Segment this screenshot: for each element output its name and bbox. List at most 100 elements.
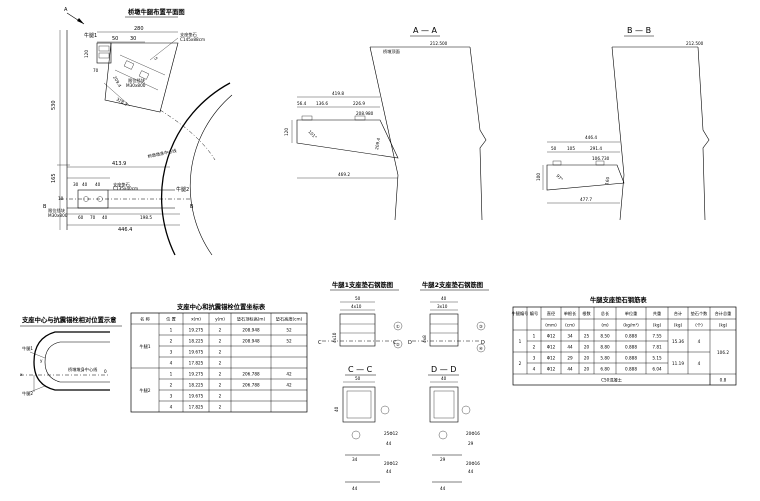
rebar2-bar3-mark: ③	[479, 324, 483, 329]
qty-table-cell: 3	[533, 356, 536, 361]
coord-table-cell: 2	[219, 361, 222, 366]
qty-table-cell: 20	[584, 345, 590, 350]
relation-center-label: 桥墩墩身中心线	[68, 366, 98, 373]
coord-table-cell: 17.825	[189, 361, 204, 366]
plan-dim-40b: 40	[95, 182, 101, 187]
relation-title: 支座中心与抗震锚栓相对位置示意	[22, 315, 117, 324]
coord-table-header: x(m)	[191, 317, 201, 322]
section-bb-dim-160: 160	[604, 176, 610, 185]
section-aa-dim-226: 226.9	[353, 101, 365, 106]
rebar1-bar-label-a: 25Φ12	[384, 431, 398, 436]
plan-dim-413: 413.9	[112, 161, 126, 167]
rebar1-sub-title: C — C	[348, 365, 373, 374]
coord-table-cell: 19.275	[189, 372, 204, 377]
coord-table-cell: 1	[170, 328, 173, 333]
coord-table-cell: 2	[219, 405, 222, 410]
coord-table-cell: 2	[219, 350, 222, 355]
plan-dim-5: 5	[153, 56, 159, 61]
qty-table-header: 直径	[547, 310, 555, 316]
coord-table-cell: 19.675	[189, 350, 204, 355]
section-a-a: A — A 212.500 桥墩顶面 419.8 56.4 136.6 226.…	[284, 26, 487, 221]
coord-table-cell: 208.948	[242, 339, 260, 344]
qty-table-group1: 1	[519, 339, 522, 344]
qty-table-cell: 5.15	[652, 356, 662, 361]
section-bb-dim-477: 477.7	[580, 197, 592, 202]
plan-nt1-label: 牛腿1	[84, 32, 97, 39]
plan-view: 桥墩牛腿布置平面图 A 530 165 280 50 30 牛腿1 120 70…	[43, 7, 233, 256]
qty-table-concrete-label: C50混凝土	[601, 377, 622, 384]
qty-table-cell: 0.888	[625, 367, 637, 372]
coord-table-cell: 17.825	[189, 405, 204, 410]
qty-table-concrete-value: 0.8	[720, 378, 727, 383]
plan-dim-40c: 40	[102, 215, 108, 220]
section-b-b: B — B 212.500 446.4 50 105 291.4 106.730…	[536, 26, 710, 221]
qty-table-header: 单位重	[625, 310, 638, 317]
qty-table-header: 单根长	[564, 310, 577, 317]
rebar1-bar-len-a: 44	[386, 441, 392, 446]
plan-nt2-label: 牛腿2	[176, 186, 189, 193]
qty-table-cell: 7.55	[652, 334, 662, 339]
plan-damping-size: M30x800	[126, 83, 146, 88]
coord-table-cell: 18.225	[189, 339, 204, 344]
qty-table-cell: 44	[567, 345, 573, 350]
qty-table-cell: 6.04	[652, 367, 662, 372]
section-bb-dim-291: 291.4	[590, 146, 602, 151]
rebar1-title: 牛腿1支座垫石钢筋图	[332, 280, 393, 289]
relation-origin: 0	[104, 369, 107, 374]
coord-table-group-name: 牛腿1	[139, 343, 150, 350]
section-bb-dim-97: 97°	[555, 173, 564, 182]
section-aa-dim-136: 136.6	[316, 101, 328, 106]
qty-table-header: 合计	[674, 310, 682, 317]
qty-table-unit: (kg)	[653, 323, 662, 328]
qty-table-sum1: 15.36	[672, 339, 684, 344]
section-aa-dim-120: 120	[284, 128, 289, 136]
qty-table-cell: 0.888	[625, 334, 637, 339]
coord-table-cell: 208.948	[242, 328, 260, 333]
qty-table-cell: 34	[567, 334, 573, 339]
section-aa-elev: 212.500	[430, 41, 448, 46]
coord-table-cell: 2	[219, 394, 222, 399]
coord-table-cell: 3	[170, 350, 173, 355]
plan-dim-60: 60	[78, 215, 84, 220]
plan-title: 桥墩牛腿布置平面图	[128, 7, 185, 16]
coord-table-cell: 2	[219, 383, 222, 388]
qty-table-cell: 20	[584, 356, 590, 361]
coord-table-cell: 1	[170, 372, 173, 377]
section-aa-elev2: 208.980	[356, 111, 374, 116]
relation-x-label: x	[20, 372, 23, 377]
relation-nt1: 牛腿1	[22, 345, 33, 352]
qty-table-unit: (mm)	[545, 323, 557, 328]
qty-table-cell: 1	[533, 334, 536, 339]
rebar1-bar-label-b: 20Φ12	[384, 461, 398, 466]
rebar2-sub-title: D — D	[431, 365, 456, 374]
qty-table-title: 牛腿支座垫石钢筋表	[590, 295, 647, 304]
rebar1-bar-len-a2: 34	[352, 457, 358, 462]
rebar-drawing-1: 牛腿1支座垫石钢筋图 50 4x10 C C 4x10 ① ② C — C 50…	[318, 280, 403, 491]
qty-table-group2: 2	[519, 361, 522, 366]
qty-table-header: 根数	[582, 310, 591, 317]
coord-table-cell: 18.225	[189, 383, 204, 388]
section-aa-title: A — A	[413, 26, 438, 35]
coord-table-cell: 2	[170, 383, 173, 388]
plan-dim-30b: 30	[73, 182, 79, 187]
qty-table-cell: 5.80	[600, 356, 610, 361]
plan-dim-120: 120	[84, 50, 89, 58]
plan-dim-198: 198.5	[140, 215, 152, 220]
plan-dim-530: 530	[51, 100, 57, 110]
plan-dim-70: 70	[93, 68, 99, 73]
rebar1-dim-side: 4x10	[332, 332, 337, 343]
qty-table-count2: 4	[698, 361, 701, 366]
plan-pad2-label: 支座垫石	[113, 181, 130, 188]
coord-table-header: 位 置	[166, 316, 176, 323]
qty-table: 牛腿支座垫石钢筋表 牛腿编号编号直径单根长根数总长单位重共重合计垫石个数合计总重…	[512, 295, 737, 386]
rebar2-title: 牛腿2支座垫石钢筋图	[422, 280, 483, 289]
coord-table-cell: 4	[170, 361, 173, 366]
rebar1-bar-len-b: 44	[386, 469, 392, 474]
section-bb-title: B — B	[627, 26, 651, 35]
qty-table-cell: Φ12	[547, 356, 556, 361]
plan-section-b-left: B	[43, 204, 47, 210]
plan-center-label: 桥墩墩身中心线	[147, 147, 178, 160]
plan-dim-446: 446.4	[118, 227, 132, 233]
